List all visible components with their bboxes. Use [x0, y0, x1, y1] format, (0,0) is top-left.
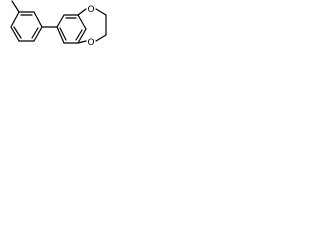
- toluene-ring-bond: [10, 11, 20, 28]
- lower-oxygen-ch2-bond: [95, 34, 107, 42]
- benzo-ring-bond: [77, 14, 87, 30]
- benzo-ring-bond: [56, 14, 65, 28]
- lower-oxygen-label: O: [87, 38, 94, 48]
- bond-lines: [10, 0, 107, 44]
- methyl-bond: [11, 0, 20, 13]
- molecule-drawing: O O: [10, 0, 107, 48]
- benzo-ring-bond: [56, 26, 65, 44]
- toluene-ring-bond: [33, 26, 43, 42]
- upper-aryl-oxygen-bond: [77, 8, 87, 16]
- benzo-inner-double-bond: [75, 29, 83, 41]
- benzo-ring-bond: [77, 28, 87, 44]
- toluene-ring-bond: [33, 11, 43, 28]
- toluene-inner-double-bond: [13, 26, 22, 39]
- lower-aryl-oxygen-bond: [77, 40, 87, 44]
- chemical-structure-figure: O O: [0, 0, 122, 98]
- toluene-ring-bond: [10, 26, 20, 42]
- upper-oxygen-label: O: [87, 5, 94, 15]
- toluene-inner-double-bond: [31, 27, 39, 39]
- upper-oxygen-ch2-bond: [95, 8, 107, 16]
- benzo-inner-double-bond: [59, 27, 67, 41]
